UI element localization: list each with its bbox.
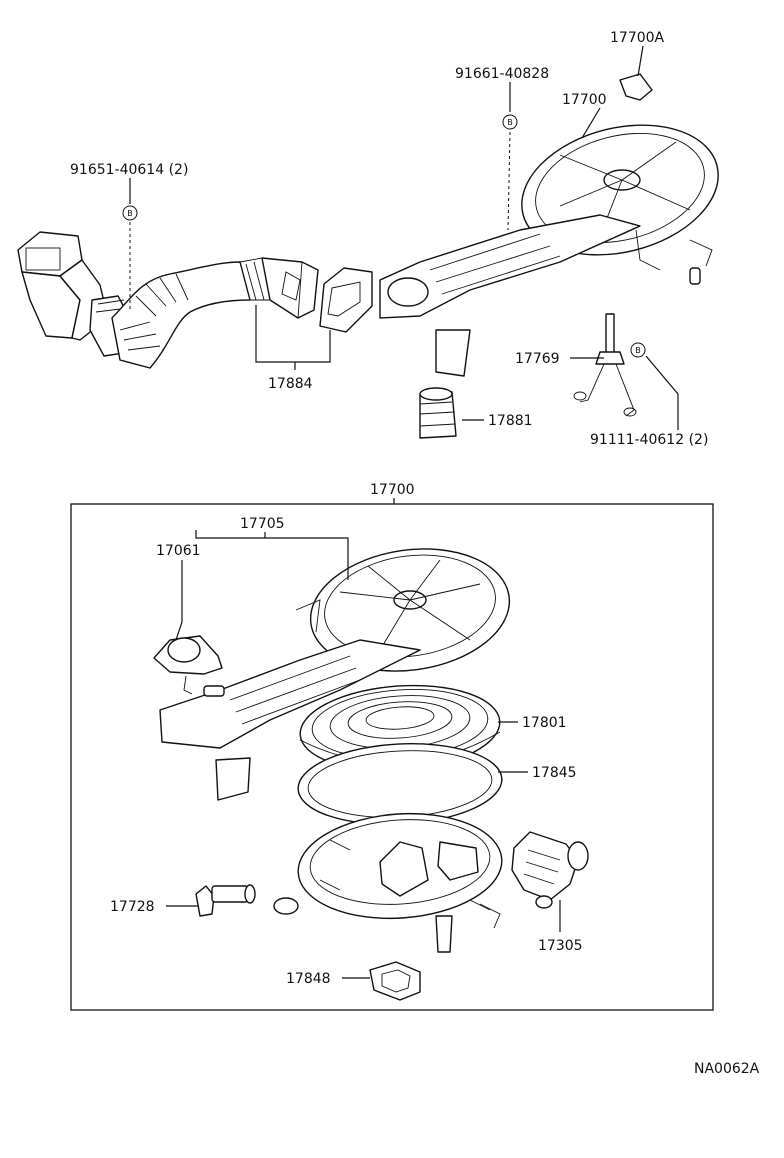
label-91111-40612: 91111-40612 (2) (590, 432, 708, 448)
duct-17881-part (419, 387, 457, 439)
leader-lines-top (129, 45, 679, 430)
label-91661-40828: 91661-40828 (455, 66, 549, 82)
bolt-marker-91651: B (122, 205, 138, 221)
assembly-box (70, 503, 714, 1011)
sensor-17305-part (511, 831, 589, 909)
bolt-marker-91661: B (502, 114, 518, 130)
svg-text:B: B (635, 346, 641, 355)
label-17881: 17881 (488, 413, 533, 429)
label-17801: 17801 (522, 715, 567, 731)
intake-duct-part (17, 231, 133, 357)
gasket-17848-part (369, 961, 421, 1001)
label-17700a: 17700A (610, 30, 665, 46)
reference-code: NA0062A (694, 1061, 760, 1077)
clip-17700a-part (619, 73, 653, 101)
air-cleaner-top-part (379, 124, 719, 377)
valve-17728-part (195, 884, 256, 917)
label-17884: 17884 (268, 376, 313, 392)
label-17705: 17705 (240, 516, 285, 532)
label-17700-box: 17700 (370, 482, 415, 498)
svg-text:B: B (507, 118, 513, 127)
cover-17705-part (159, 548, 511, 801)
valve-17061-part (153, 635, 225, 697)
corrugated-hose-part (111, 257, 271, 369)
label-17061: 17061 (156, 543, 201, 559)
bracket-17769-part (573, 313, 637, 417)
label-17700-top: 17700 (562, 92, 607, 108)
resonator-part (261, 257, 373, 333)
bolt-marker-91111: B (630, 342, 646, 358)
case-lower-part (273, 812, 503, 953)
leader-lines-box (166, 530, 561, 979)
label-17769: 17769 (515, 351, 560, 367)
label-17305: 17305 (538, 938, 583, 954)
label-17728: 17728 (110, 899, 155, 915)
label-91651-40614: 91651-40614 (2) (70, 162, 188, 178)
label-17845: 17845 (532, 765, 577, 781)
svg-text:B: B (127, 209, 133, 218)
label-17848: 17848 (286, 971, 331, 987)
